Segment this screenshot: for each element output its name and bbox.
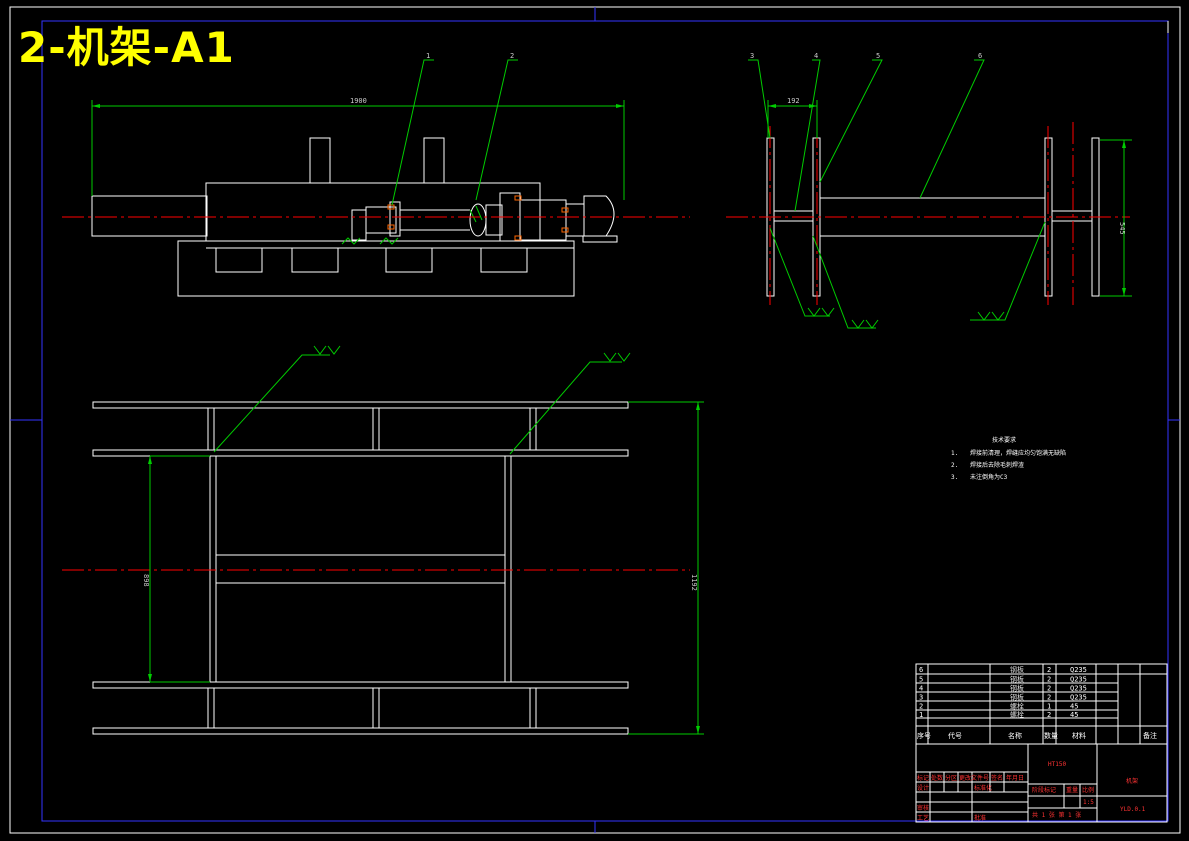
bolt-details (387, 195, 569, 241)
drawing-title: 2-机架-A1 (18, 23, 235, 72)
drawing-border (9, 6, 1181, 834)
bom-row-material: Q235 (1070, 676, 1087, 684)
bom-row-qty: 2 (1047, 685, 1051, 693)
bom-row-name: 钢板 (1010, 693, 1024, 702)
tb-label-process: 工艺 (917, 814, 929, 822)
tb-label-weight: 重量 (1066, 786, 1078, 794)
tb-part-name: 机架 (1126, 777, 1138, 785)
dimension-arrows (92, 104, 1126, 734)
note-1-num: 1. (951, 450, 958, 457)
bom-row-name: 钢板 (1010, 665, 1024, 674)
bom-row-name: 钢板 (1010, 675, 1024, 684)
tb-label-change-doc: 更改文件号 (959, 774, 989, 782)
weld-symbols (313, 307, 1005, 362)
bom-header-name: 名称 (1008, 731, 1022, 740)
tb-label-zone: 分区 (945, 774, 957, 782)
bom-header-remark: 备注 (1143, 731, 1157, 740)
technical-notes: 技术要求 1. 焊接前清理，焊缝应均匀饱满无缺陷 2. 焊接后去除毛刺焊渣 3.… (951, 436, 1066, 481)
leader-lines (213, 59, 1046, 455)
dim-frame-gap: 192 (787, 97, 800, 105)
balloon-2: 2 (510, 52, 514, 60)
tb-material: HT150 (1048, 761, 1066, 768)
note-1-text: 焊接前清理，焊缝应均匀饱满无缺陷 (970, 449, 1066, 457)
bom-row-qty: 2 (1047, 694, 1051, 702)
bom-row-name: 钢板 (1010, 684, 1024, 693)
tb-label-approve: 批准 (974, 814, 986, 822)
note-2-text: 焊接后去除毛刺焊渣 (970, 461, 1024, 469)
bom-row-material: Q235 (1070, 685, 1087, 693)
note-2-num: 2. (951, 462, 958, 469)
balloon-3: 3 (750, 52, 754, 60)
tb-label-signature: 签名 (991, 774, 1003, 782)
bom-row-material: Q235 (1070, 666, 1087, 674)
bom-row-name: 螺栓 (1010, 702, 1024, 711)
balloon-6: 6 (978, 52, 982, 60)
tb-label-review: 审核 (917, 804, 929, 812)
balloon-5: 5 (876, 52, 880, 60)
bom-row-no: 6 (919, 666, 923, 674)
balloon-1: 1 (426, 52, 430, 60)
bom-row-qty: 2 (1047, 666, 1051, 674)
tb-label-ratio: 比例 (1082, 786, 1094, 794)
note-3-num: 3. (951, 474, 958, 481)
bom-row-material: 45 (1070, 711, 1078, 719)
dim-frame-height: 545 (1118, 222, 1126, 235)
plan-view (92, 401, 629, 735)
note-3-text: 未注倒角为C3 (970, 473, 1008, 481)
bom-header-qty: 数量 (1044, 731, 1058, 740)
bom-header-code: 代号 (948, 731, 962, 740)
title-block (915, 743, 1168, 823)
bom-row-no: 1 (919, 711, 923, 719)
tb-scale: 1:5 (1083, 799, 1094, 806)
bom-row-no: 5 (919, 676, 923, 684)
bom-row-name: 螺栓 (1010, 710, 1024, 719)
bom-header-no: 序号 (917, 731, 931, 740)
dimension-lines (91, 100, 1132, 735)
dim-plan-outer-width: 1192 (690, 574, 698, 591)
tb-label-count: 处数 (931, 774, 943, 782)
bom-row-qty: 2 (1047, 676, 1051, 684)
tb-label-standard: 标准化 (974, 784, 992, 792)
bom-row-no: 2 (919, 703, 923, 711)
bom-header-material: 材料 (1072, 731, 1086, 740)
bom-row-qty: 1 (1047, 703, 1051, 711)
tb-label-mark: 标记 (917, 774, 929, 782)
tb-sheet: 共 1 张 第 1 张 (1032, 811, 1081, 819)
front-view (91, 137, 618, 297)
weld-marks (341, 205, 483, 245)
tb-label-design: 设计 (917, 784, 929, 792)
bom-row-qty: 2 (1047, 711, 1051, 719)
tb-label-date: 年月日 (1006, 774, 1024, 782)
dim-plan-inner-width: 898 (142, 574, 150, 587)
bom-row-no: 3 (919, 694, 923, 702)
bom-row-material: Q235 (1070, 694, 1087, 702)
bom-row-no: 4 (919, 685, 923, 693)
balloon-4: 4 (814, 52, 818, 60)
tb-label-stage: 阶段标记 (1032, 786, 1056, 794)
center-lines (62, 122, 1130, 571)
dim-overall-length: 1900 (350, 97, 367, 105)
notes-heading: 技术要求 (992, 436, 1016, 444)
bom-row-material: 45 (1070, 703, 1078, 711)
tb-drawing-no: YLD.0.1 (1120, 806, 1146, 813)
